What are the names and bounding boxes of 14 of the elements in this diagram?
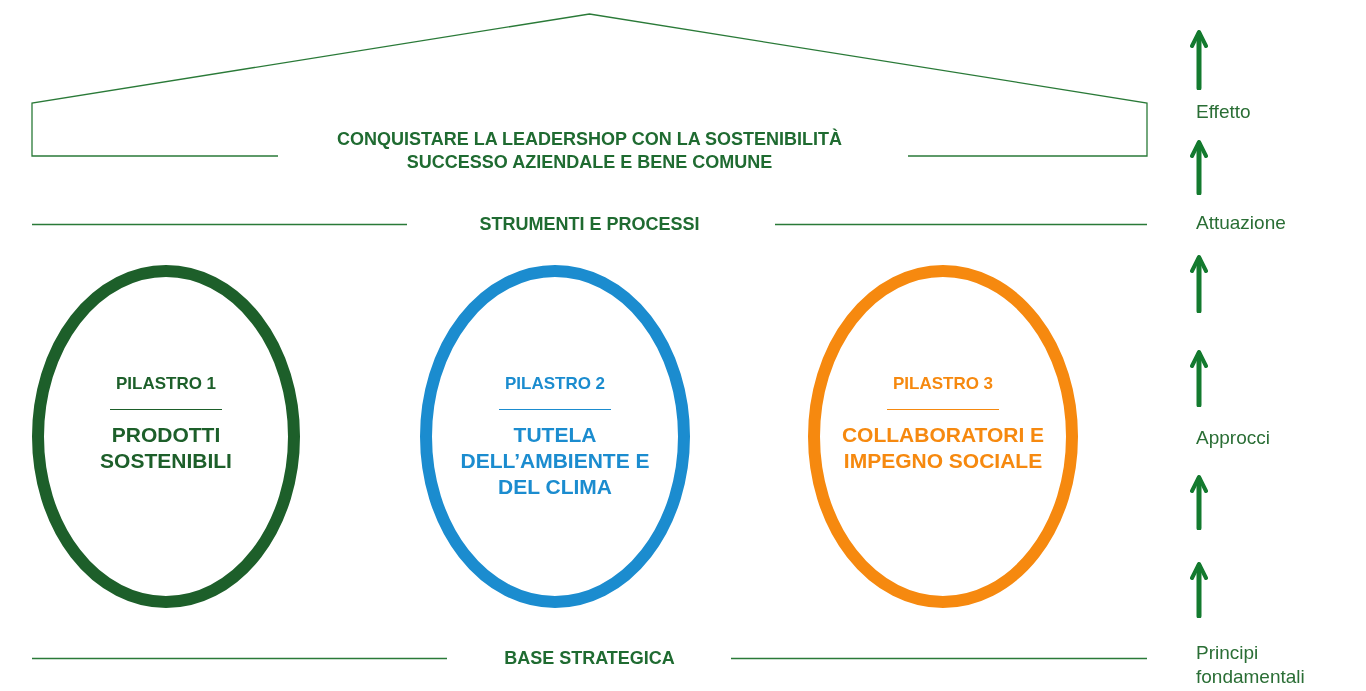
level-label: Attuazione xyxy=(1196,211,1286,235)
pillar-title: TUTELA DELL’AMBIENTE E DEL CLIMA xyxy=(459,422,651,500)
roof-heading: CONQUISTARE LA LEADERSHOP CON LA SOSTENIBILITÀ xyxy=(337,128,842,151)
band-label: BASE STRATEGICA xyxy=(504,647,675,669)
roof-heading: SUCCESSO AZIENDALE E BENE COMUNE xyxy=(406,151,773,174)
level-label: Effetto xyxy=(1196,100,1251,124)
pillar-title: PRODOTTI SOSTENIBILI xyxy=(99,422,233,474)
pillar-number: PILASTRO 2 xyxy=(504,373,606,395)
pillar-number: PILASTRO 1 xyxy=(115,373,217,395)
level-label: Approcci xyxy=(1196,426,1270,450)
pillar-number: PILASTRO 3 xyxy=(892,373,994,395)
pillar-title: COLLABORATORI E IMPEGNO SOCIALE xyxy=(840,422,1046,474)
band-label: STRUMENTI E PROCESSI xyxy=(479,213,700,235)
level-label: Principi fondamentali xyxy=(1196,641,1306,689)
